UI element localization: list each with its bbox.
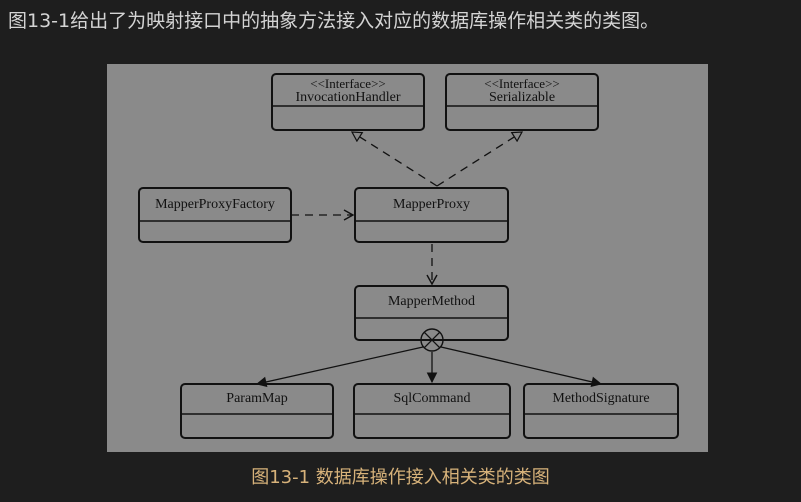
serializable-stereotype: <<Interface>> <box>484 76 560 91</box>
mappermethod-name: MapperMethod <box>388 294 475 309</box>
class-box-parammap: ParamMap <box>180 383 334 439</box>
class-box-mapperproxyfactory: MapperProxyFactory <box>138 187 292 243</box>
mapperproxyfactory-name: MapperProxyFactory <box>155 197 275 212</box>
class-box-sqlcommand: SqlCommand <box>353 383 511 439</box>
class-box-mappermethod: MapperMethod <box>354 285 509 341</box>
sqlcommand-name: SqlCommand <box>393 391 470 406</box>
invocationhandler-name: InvocationHandler <box>296 90 401 105</box>
figure-caption: 图13-1 数据库操作接入相关类的类图 <box>251 467 550 488</box>
methodsignature-name: MethodSignature <box>552 391 649 406</box>
realization-edge-invocationhandler <box>352 132 438 187</box>
class-box-mapperproxy: MapperProxy <box>354 187 509 243</box>
intro-paragraph: 图13-1给出了为映射接口中的抽象方法接入对应的数据库操作相关类的类图。 <box>8 10 660 32</box>
realization-edge-serializable <box>436 132 522 187</box>
composition-edge-parammap <box>255 346 424 388</box>
class-diagram-figure: <<Interface>> InvocationHandler <<Interf… <box>107 64 708 452</box>
serializable-name: Serializable <box>489 90 555 105</box>
class-box-serializable: <<Interface>> Serializable <box>445 73 599 131</box>
parammap-name: ParamMap <box>226 391 287 406</box>
mapperproxy-name: MapperProxy <box>393 197 470 212</box>
class-box-methodsignature: MethodSignature <box>523 383 679 439</box>
invocationhandler-stereotype: <<Interface>> <box>310 76 386 91</box>
class-diagram: <<Interface>> InvocationHandler <<Interf… <box>138 73 679 439</box>
class-box-invocationhandler: <<Interface>> InvocationHandler <box>271 73 425 131</box>
composition-edge-methodsignature <box>440 346 603 388</box>
